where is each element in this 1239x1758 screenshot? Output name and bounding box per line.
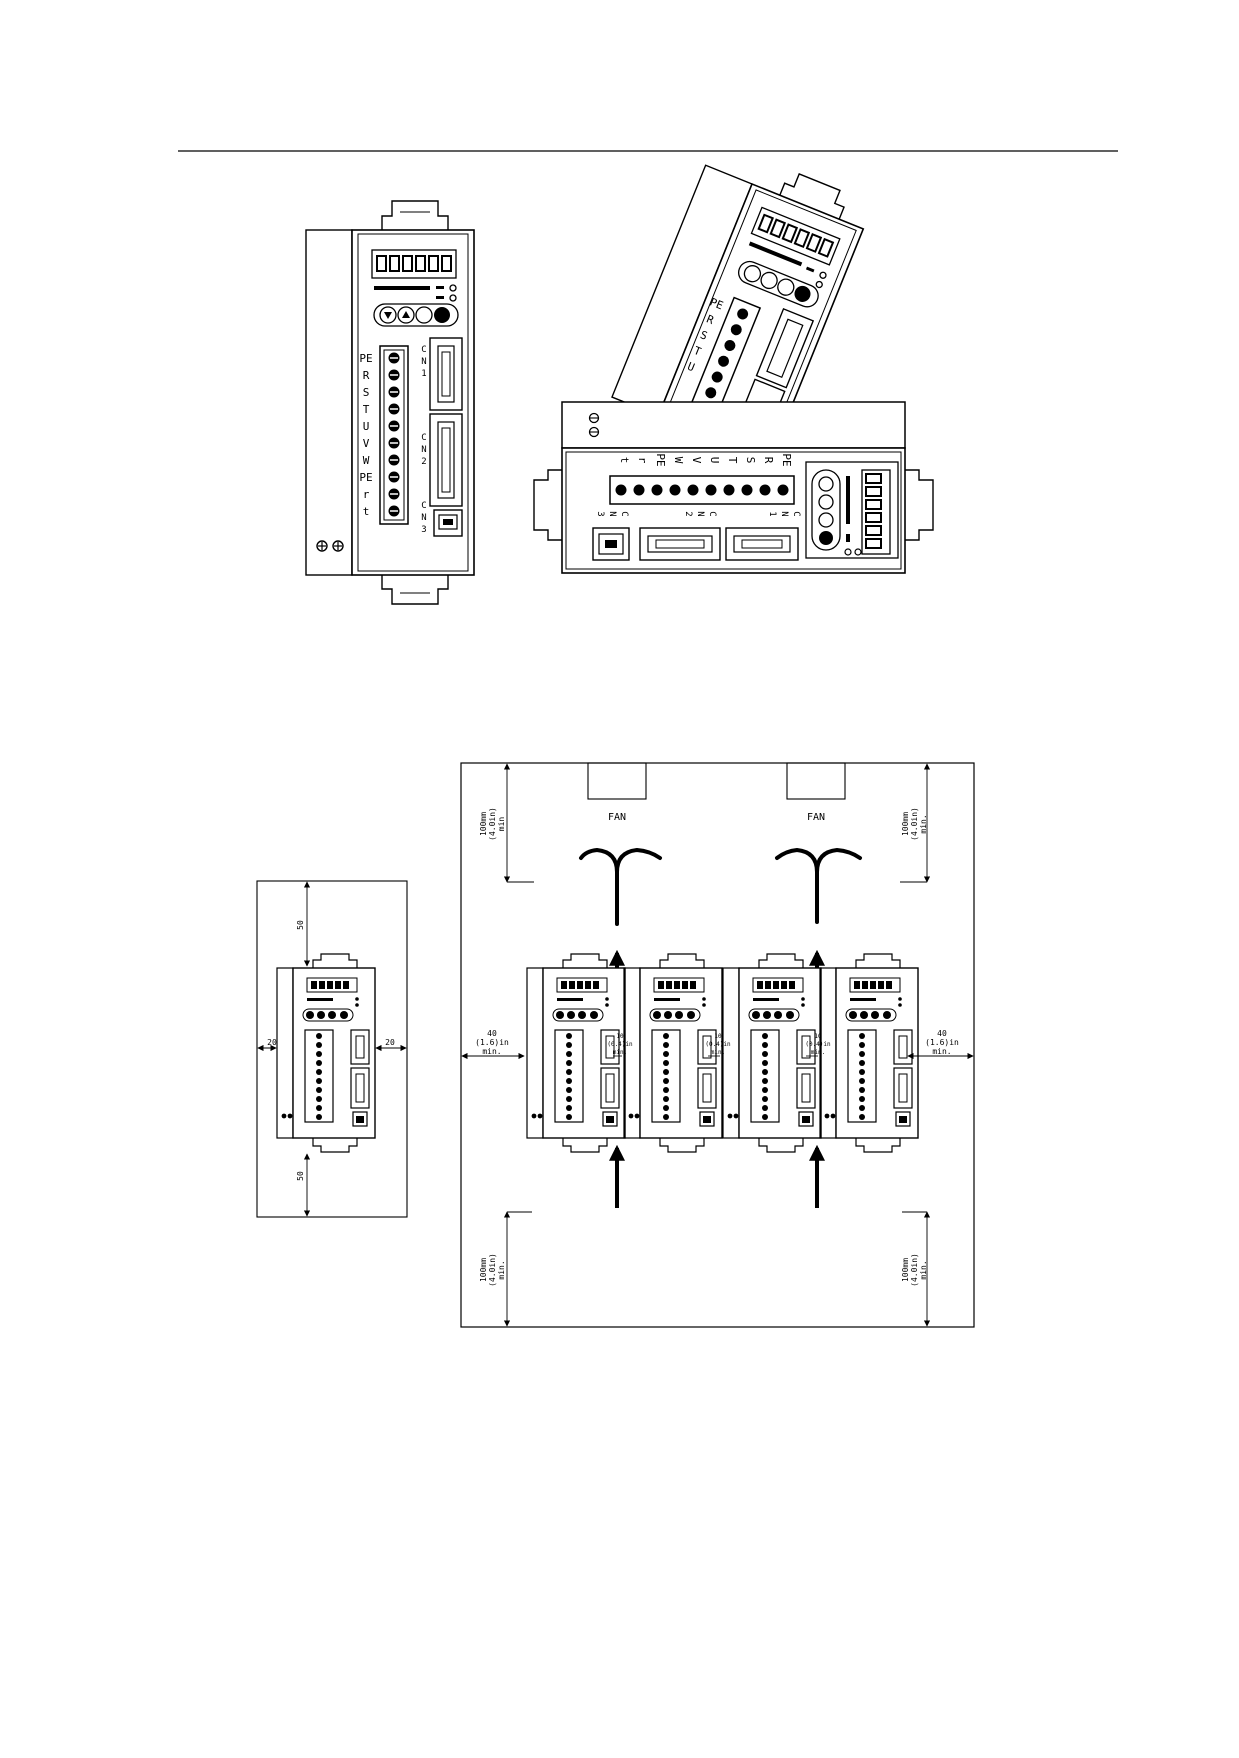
top-left-clearance-line: min [497, 817, 506, 832]
top-terminal-label: R [762, 457, 775, 464]
side-left-clearance-line: min. [482, 1047, 501, 1056]
front-terminal-label: U [363, 420, 370, 433]
top-right-clearance-line: 100mm [901, 812, 910, 836]
gap-clearance-line: (0.4)in [705, 1041, 731, 1048]
gap-clearance-line: 10 [616, 1033, 624, 1040]
top-terminal-labels: PE R S T U V W PE r t [618, 453, 793, 466]
front-terminal-label: T [363, 403, 370, 416]
cn1-label: N [421, 357, 426, 367]
angled-terminal-label: U [686, 360, 697, 375]
top-terminal-label: U [708, 457, 721, 464]
side-left-clearance-line: (1.6)in [475, 1038, 509, 1047]
front-connector-labels: C N 1 C N 2 C N 3 [421, 345, 426, 535]
side-right-clearance-line: min. [932, 1047, 951, 1056]
angled-terminal-label: S [698, 328, 709, 343]
front-terminal-label: r [363, 488, 370, 501]
fan-left-label: FAN [608, 812, 626, 823]
cn1-label: C [791, 511, 801, 516]
top-left-clearance-line: 100mm [479, 812, 488, 836]
fan-right [786, 762, 846, 800]
cn1-label: C [421, 345, 426, 355]
top-terminal-label: T [726, 457, 739, 464]
front-terminal-label: R [363, 369, 370, 382]
bottom-left-clearance-line: min. [497, 1260, 506, 1279]
bottom-left-clearance-line: 100mm [479, 1258, 488, 1282]
angled-terminal-label: T [692, 344, 703, 359]
clearance-left-value: 20 [267, 1038, 277, 1047]
top-right-clearance-line: (4.0in) [910, 807, 919, 841]
cn2-label: C [707, 511, 717, 516]
gap-clearance-line: (0.4)in [805, 1041, 831, 1048]
fan-left [587, 762, 647, 800]
side-right-clearance-line: 40 [937, 1029, 947, 1038]
side-left-clearance-line: 40 [487, 1029, 497, 1038]
side-right-clearance-line: (1.6)in [925, 1038, 959, 1047]
top-terminal-label: PE [654, 453, 667, 466]
cn2-label: N [421, 445, 426, 455]
cn2-label: N [695, 511, 705, 516]
single-clearance-diagram: 50 50 20 20 [256, 880, 408, 1218]
top-terminal-label: PE [780, 453, 793, 466]
top-terminal-label: W [672, 457, 685, 464]
clearance-bottom-value: 50 [296, 1171, 305, 1181]
gap-clearance-line: 10 [714, 1033, 722, 1040]
clearance-right-value: 20 [385, 1038, 395, 1047]
front-terminal-label: PE [359, 471, 372, 484]
cn1-label: 1 [767, 511, 777, 516]
cn1-label: N [779, 511, 789, 516]
top-terminal-label: t [618, 457, 631, 464]
front-terminal-label: V [363, 437, 370, 450]
gap-clearance-line: min. [811, 1049, 825, 1056]
gap-clearance-line: min. [711, 1049, 725, 1056]
angled-terminal-label: R [705, 312, 716, 327]
cn2-label: C [421, 433, 426, 443]
top-connector-labels: C N 1 C N 2 C N 3 [595, 511, 801, 516]
cn1-label: 1 [421, 369, 426, 379]
top-terminal-label: r [636, 457, 649, 464]
clearance-top-value: 50 [296, 920, 305, 930]
cabinet-clearance-diagram: FAN FAN [460, 762, 975, 1328]
top-terminal-label: S [744, 457, 757, 464]
top-right-clearance-line: min. [919, 814, 928, 833]
fan-right-label: FAN [807, 812, 825, 823]
front-terminal-labels: PE R S T U V W PE r t [359, 352, 372, 518]
cn3-label: C [619, 511, 629, 516]
front-terminal-label: PE [359, 352, 372, 365]
drive-front-view [305, 200, 475, 605]
cn3-label: C [421, 501, 426, 511]
front-terminal-label: S [363, 386, 370, 399]
drive-top-view [533, 401, 934, 574]
gap-clearance-line: 10 [814, 1033, 822, 1040]
top-terminal-label: V [690, 457, 703, 464]
bottom-left-clearance-line: (4.0in) [488, 1253, 497, 1287]
front-terminal-label: W [363, 454, 370, 467]
bottom-right-clearance-line: 100mm [901, 1258, 910, 1282]
cn2-label: 2 [421, 457, 426, 467]
cn3-label: N [421, 513, 426, 523]
gap-clearance-line: (0.4)in [607, 1041, 633, 1048]
front-terminal-label: t [363, 505, 370, 518]
gap-clearance-line: min. [613, 1049, 627, 1056]
bottom-right-clearance-line: min. [919, 1260, 928, 1279]
bottom-right-clearance-line: (4.0in) [910, 1253, 919, 1287]
cn2-label: 2 [683, 511, 693, 516]
top-left-clearance-line: (4.0in) [488, 807, 497, 841]
angled-terminal-label: PE [708, 295, 725, 312]
cn3-label: N [607, 511, 617, 516]
cn3-label: 3 [595, 511, 605, 516]
cn3-label: 3 [421, 525, 426, 535]
